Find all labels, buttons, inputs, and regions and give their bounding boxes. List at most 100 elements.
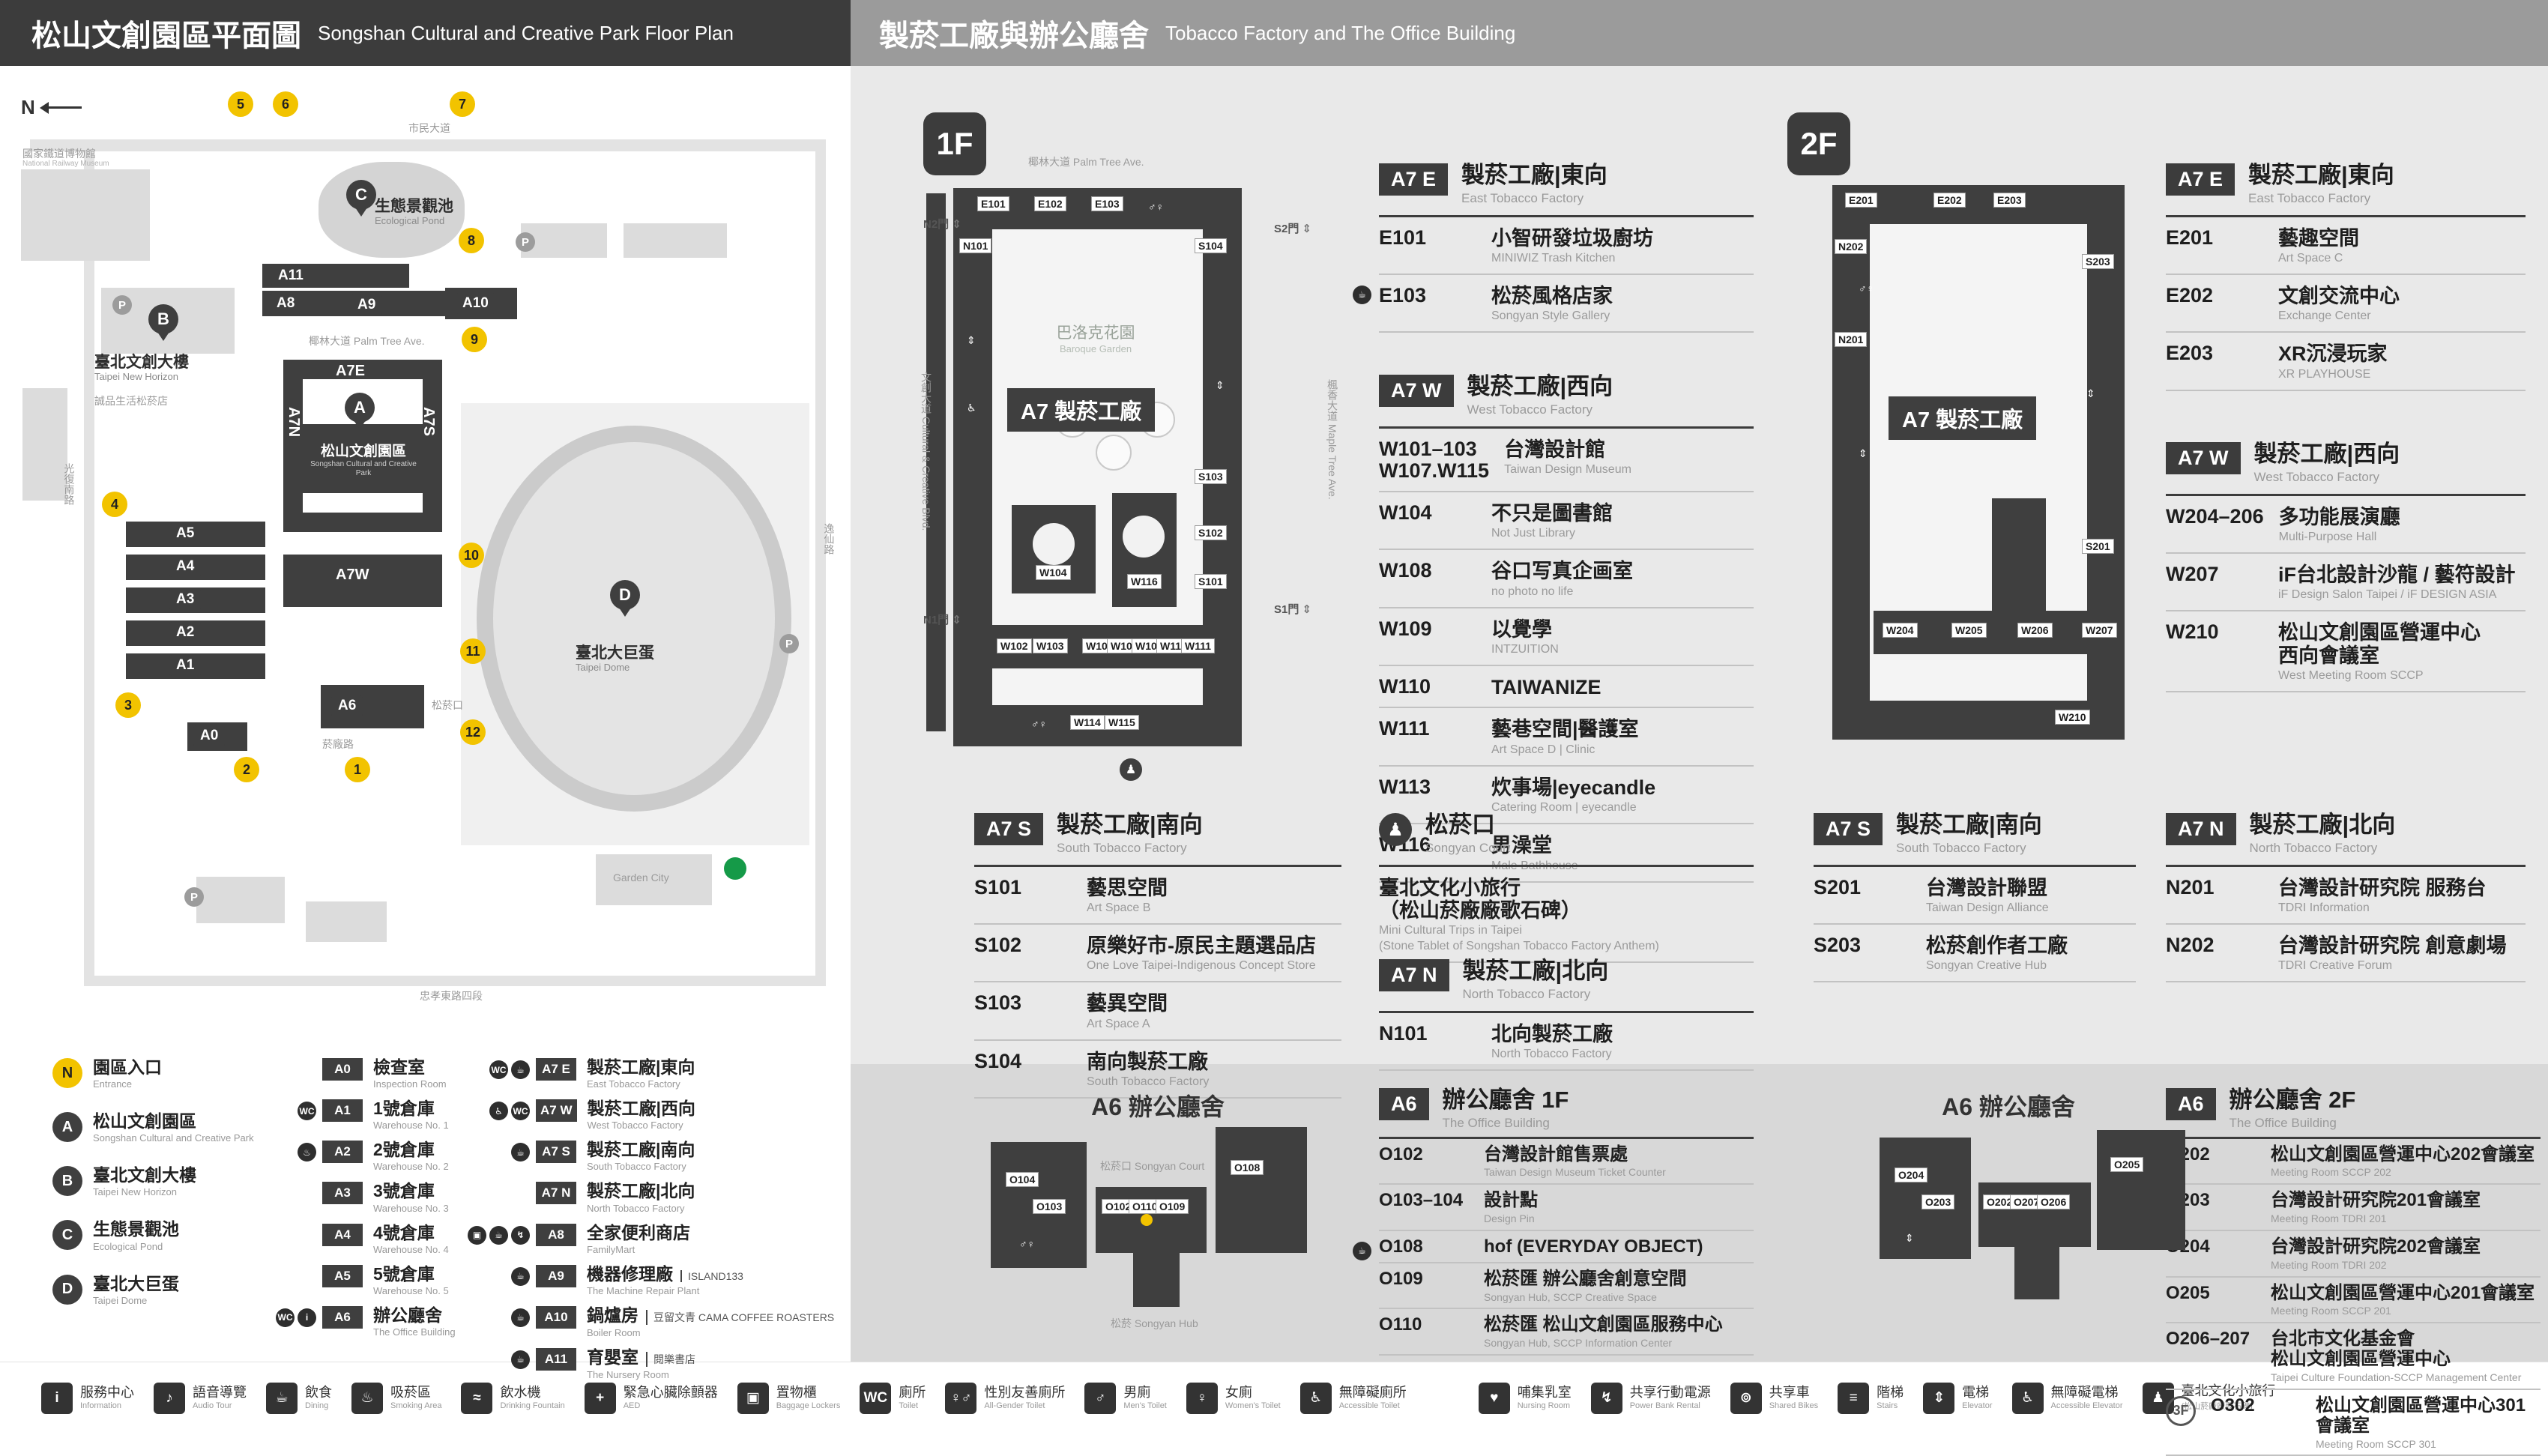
map-pin: D bbox=[610, 580, 640, 610]
plan-room-chip: W111 bbox=[1181, 638, 1216, 653]
plan-room-chip: O203 bbox=[1921, 1194, 1955, 1209]
smoking-icon: ♨ bbox=[298, 1143, 316, 1162]
plan-room-chip: S101 bbox=[1195, 574, 1227, 589]
dining-icon: ☕ bbox=[511, 1308, 530, 1327]
park-floor-plan-panel: 松山文創園區平面圖 Songshan Cultural and Creative… bbox=[0, 0, 851, 1380]
map-label: 忠孝東路四段 bbox=[420, 990, 483, 1002]
entrance-marker: 8 bbox=[459, 228, 484, 253]
map-label: 市民大道 bbox=[408, 122, 450, 134]
room-code: O102 bbox=[1379, 1144, 1423, 1165]
room-code: E103 bbox=[1379, 283, 1427, 306]
right-header: 製菸工廠與辦公廳舍 Tobacco Factory and The Office… bbox=[851, 0, 2548, 66]
allgender-icon: ♀♂ bbox=[945, 1382, 977, 1414]
plan-shape bbox=[1978, 1182, 2091, 1247]
audio-icon: ♪ bbox=[154, 1382, 185, 1414]
room-code: W109 bbox=[1379, 617, 1432, 640]
plan-room-chip: S1門 bbox=[1274, 601, 1311, 617]
dining-icon: ☕ bbox=[511, 1350, 530, 1369]
map-label: 光復南路 bbox=[63, 463, 76, 505]
elevator-icon: ⇕ bbox=[1923, 1382, 1955, 1414]
entrance-marker: 2 bbox=[234, 757, 259, 782]
legend-badge: A7 S bbox=[536, 1141, 576, 1164]
parking-icon: P bbox=[779, 634, 799, 653]
legend-badge: A4 bbox=[322, 1223, 363, 1246]
plan-shape bbox=[1141, 1214, 1153, 1226]
map-building-badge: A0 bbox=[193, 725, 226, 746]
baroque-garden-label: 巴洛克花園 Baroque Garden bbox=[1028, 321, 1163, 354]
legend-badge: A7 W bbox=[536, 1099, 577, 1123]
plan-room-chip: N202 bbox=[1835, 239, 1868, 254]
room-list: 臺北文化小旅行（松山菸廠廠歌石碑）Mini Cultural Trips in … bbox=[1379, 867, 1754, 964]
section-badge: A7 N bbox=[2166, 813, 2236, 845]
toilet-icon: WC bbox=[489, 1060, 508, 1079]
section-badge: A6 bbox=[2166, 1088, 2216, 1120]
plan-room-chip: ⇕ bbox=[1216, 379, 1225, 391]
room-code: O109 bbox=[1379, 1268, 1423, 1289]
entrance-marker: 7 bbox=[450, 91, 475, 117]
plan-room-chip: E201 bbox=[1845, 193, 1877, 208]
legend-badge: A5 bbox=[322, 1264, 363, 1287]
plan-room-chip: ♂♀ bbox=[1148, 201, 1164, 213]
accessible-icon: ♿ bbox=[489, 1102, 508, 1121]
power-icon: ↯ bbox=[1590, 1382, 1622, 1414]
compass-label: N bbox=[21, 96, 35, 118]
map-building-badge: A7N bbox=[286, 407, 302, 438]
legend-note: ISLAND133 bbox=[680, 1269, 743, 1282]
toilet-icon: WC bbox=[511, 1102, 530, 1121]
room-code: O205 bbox=[2166, 1282, 2210, 1303]
plan-room-chip: O102 bbox=[1102, 1199, 1135, 1214]
map-building-badge: A8 bbox=[270, 293, 302, 314]
room-code: S203 bbox=[1814, 933, 1862, 956]
entrance-marker: 4 bbox=[102, 492, 127, 517]
plan-room-chip: ♂♀ bbox=[1031, 718, 1047, 730]
map-building-badge: A6 bbox=[331, 695, 363, 716]
plan-room-chip: S103 bbox=[1195, 469, 1227, 484]
plan-room-chip: W114 bbox=[1070, 715, 1105, 730]
legend-icons: ☕ bbox=[511, 1143, 530, 1162]
plan-room-chip: ⇕ bbox=[1859, 447, 1868, 459]
plan-room-chip: ♂♀ bbox=[1859, 283, 1874, 294]
